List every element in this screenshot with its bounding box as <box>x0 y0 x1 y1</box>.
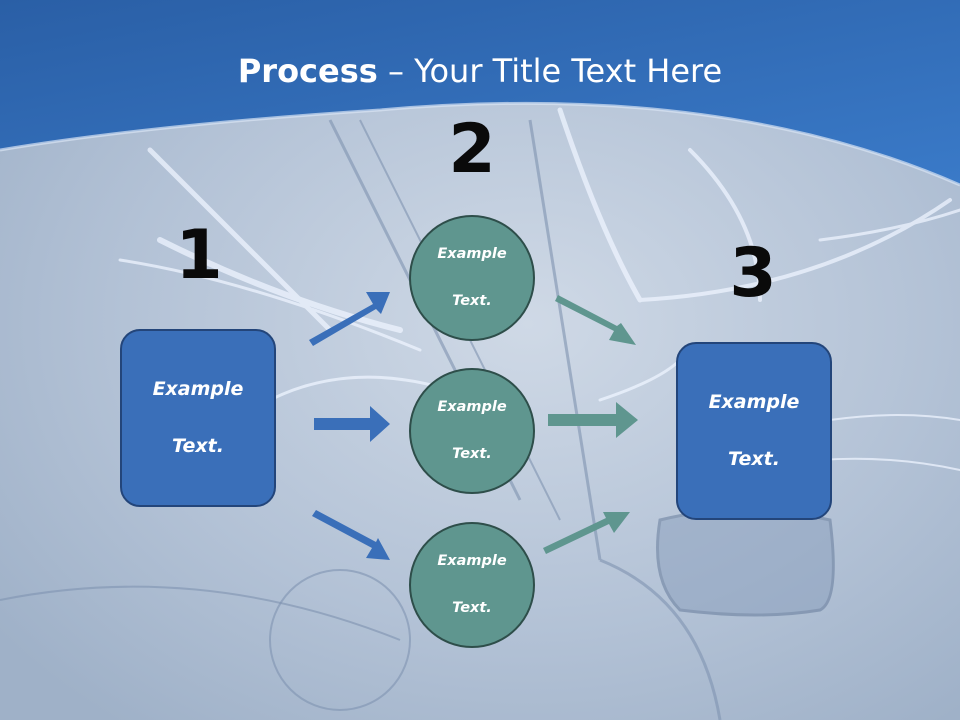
left-box-line1: Example <box>152 378 244 401</box>
right-box-line2: Text. <box>728 448 780 471</box>
circle-middle-line1: Example <box>437 399 507 416</box>
title-bold: Process <box>237 52 378 90</box>
circle-bottom-line1: Example <box>437 553 507 570</box>
title-rest: – Your Title Text Here <box>377 52 723 90</box>
slide-title: Process – Your Title Text Here <box>0 52 960 90</box>
step-number-3: 3 <box>729 234 777 313</box>
left-box-line2: Text. <box>172 435 224 458</box>
circle-top-line1: Example <box>437 246 507 263</box>
circle-top-line2: Text. <box>452 292 492 309</box>
step-number-1: 1 <box>175 216 223 295</box>
step-number-2: 2 <box>448 110 496 189</box>
right-box-line1: Example <box>708 391 800 414</box>
circle-middle-line2: Text. <box>452 445 492 462</box>
circle-bottom-line2: Text. <box>452 599 492 616</box>
